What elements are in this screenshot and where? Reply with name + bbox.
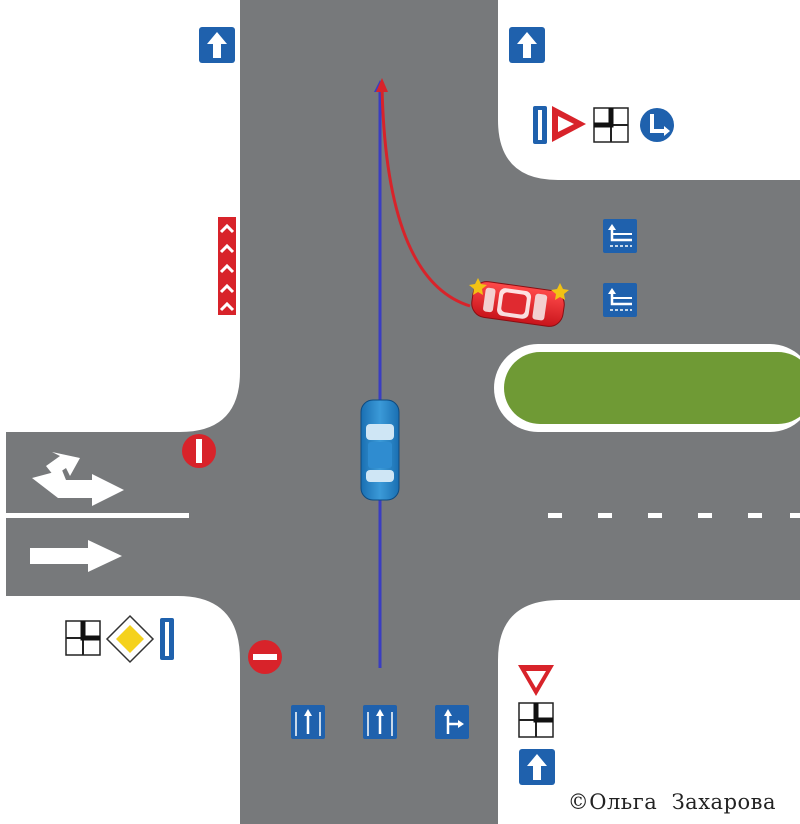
road-markings bbox=[6, 452, 800, 572]
lane-direction-sign bbox=[291, 705, 325, 739]
dashed-center-line bbox=[548, 513, 800, 518]
one-way-up-sign bbox=[509, 27, 545, 63]
trajectories bbox=[374, 78, 471, 668]
priority-road-sign bbox=[105, 614, 155, 664]
intersection-shape-plate bbox=[593, 107, 629, 143]
yield-sign bbox=[552, 106, 586, 142]
blue-car bbox=[360, 399, 400, 501]
turn-signal-flashes bbox=[469, 278, 569, 300]
yield-sign bbox=[518, 665, 554, 696]
intersection-shape-plate bbox=[65, 620, 101, 656]
one-way-up-sign bbox=[519, 749, 555, 785]
solid-center-line bbox=[6, 513, 189, 518]
lane-arrow-left-straight-marking bbox=[32, 452, 124, 506]
red-car-path bbox=[380, 85, 471, 308]
intersection-shape-plate bbox=[518, 702, 554, 738]
left-turn-mandatory-sign bbox=[640, 108, 674, 142]
lane-arrow-straight-marking bbox=[30, 540, 122, 572]
no-entry-sign bbox=[248, 640, 282, 674]
lane-narrow-sign bbox=[533, 106, 547, 144]
lane-direction-sign bbox=[603, 283, 637, 317]
lane-direction-sign bbox=[435, 705, 469, 739]
lane-direction-sign bbox=[603, 219, 637, 253]
one-way-up-sign bbox=[199, 27, 235, 63]
red-car bbox=[471, 281, 565, 327]
asphalt bbox=[6, 0, 800, 824]
lane-narrow-sign bbox=[160, 618, 174, 660]
chevron-turn-sign bbox=[218, 217, 236, 315]
no-stopping-sign bbox=[182, 434, 216, 468]
copyright-text: ©Ольга Захарова bbox=[567, 790, 776, 814]
lane-direction-sign bbox=[363, 705, 397, 739]
grass-median bbox=[504, 352, 800, 424]
road-surface bbox=[6, 0, 800, 824]
red-car-path-arrowhead bbox=[376, 78, 388, 92]
